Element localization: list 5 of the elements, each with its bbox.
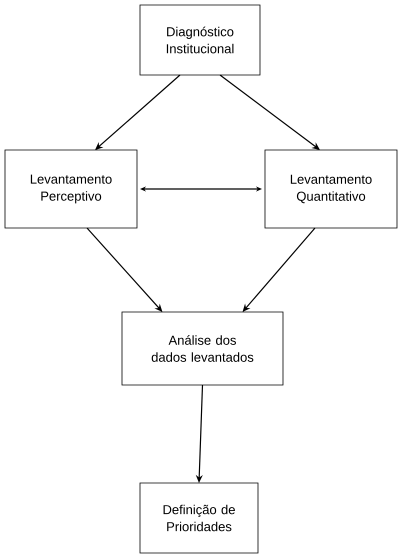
process-box: Diagnóstico Institucional [140,4,260,76]
process-box: Análise dos dados levantados [122,312,284,386]
process-box: Levantamento Perceptivo [4,150,138,228]
process-box: Levantamento Quantitativo [264,150,398,228]
process-box: Definição de Prioridades [140,482,258,554]
